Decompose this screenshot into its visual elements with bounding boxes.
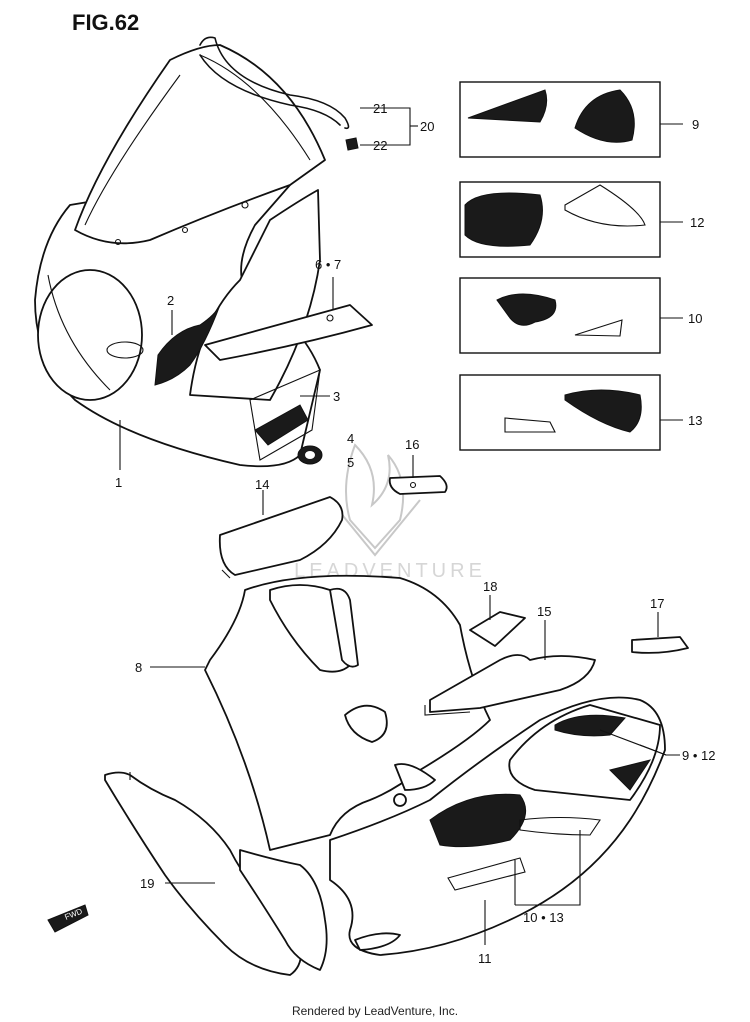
callout-6-7: 6 • 7 — [315, 257, 341, 272]
decal-box-part-13[interactable] — [459, 374, 661, 451]
side-fairing-part-8[interactable] — [204, 574, 491, 851]
lower-panel-part-19[interactable] — [104, 771, 328, 976]
leader-lines — [119, 107, 683, 945]
bracket-part-16[interactable] — [388, 475, 448, 495]
callout-10-13: 10 • 13 — [523, 910, 564, 925]
decal-box-part-10[interactable] — [459, 277, 661, 354]
bracket-part-17[interactable] — [631, 636, 689, 654]
inner-panel-part-6-7[interactable] — [204, 304, 373, 361]
callout-10: 10 — [688, 311, 702, 326]
windscreen-trim-part-21[interactable] — [199, 36, 350, 130]
callout-2: 2 — [167, 293, 174, 308]
callout-14: 14 — [255, 477, 269, 492]
figure-title: FIG.62 — [72, 10, 139, 35]
callout-11: 11 — [478, 951, 492, 966]
decal-part-2[interactable] — [154, 304, 221, 386]
callout-17: 17 — [650, 596, 664, 611]
fwd-arrow-badge: FWD — [47, 904, 89, 933]
callout-5: 5 — [347, 455, 354, 470]
decal-box-part-9[interactable] — [459, 81, 661, 158]
callout-labels: 21 22 20 9 12 10 13 2 6 • 7 3 4 5 16 1 1… — [115, 101, 715, 966]
callout-9-12: 9 • 12 — [682, 748, 715, 763]
inner-panel-part-14[interactable] — [218, 496, 344, 579]
callout-13: 13 — [688, 413, 702, 428]
callout-8: 8 — [135, 660, 142, 675]
grommet-part-22[interactable] — [345, 137, 359, 151]
callout-16: 16 — [405, 437, 419, 452]
callout-21: 21 — [373, 101, 387, 116]
callout-19: 19 — [140, 876, 154, 891]
decal-box-part-12[interactable] — [459, 181, 661, 258]
callout-1: 1 — [115, 475, 122, 490]
pad-part-18[interactable] — [469, 611, 526, 647]
callout-22: 22 — [373, 138, 387, 153]
bracket-part-15[interactable] — [424, 654, 596, 716]
callout-9: 9 — [692, 117, 699, 132]
callout-15: 15 — [537, 604, 551, 619]
callout-3: 3 — [333, 389, 340, 404]
windscreen[interactable] — [74, 44, 326, 246]
callout-18: 18 — [483, 579, 497, 594]
footer-credit: Rendered by LeadVenture, Inc. — [292, 1004, 458, 1018]
callout-12: 12 — [690, 215, 704, 230]
grommet-part-4-5[interactable] — [297, 445, 323, 465]
callout-20: 20 — [420, 119, 434, 134]
callout-4: 4 — [347, 431, 354, 446]
lower-fairing-part-11[interactable] — [329, 696, 666, 956]
